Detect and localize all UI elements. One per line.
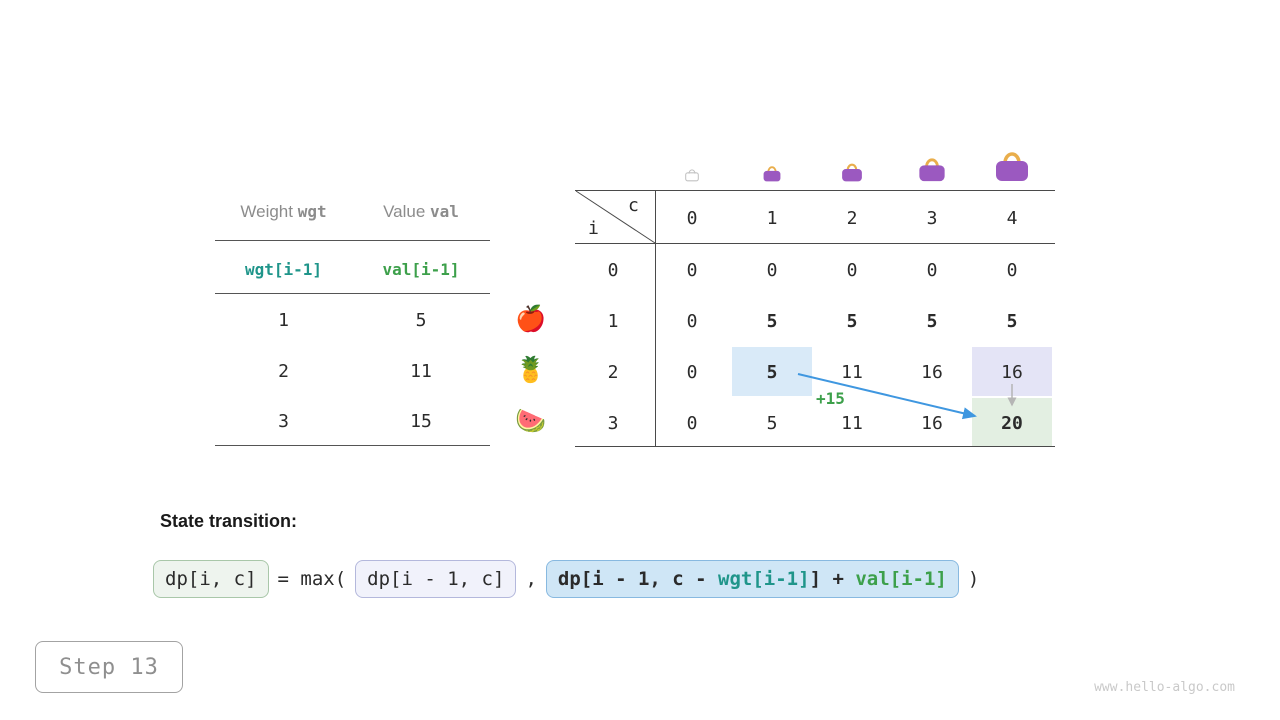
state-transition-heading: State transition: — [160, 511, 298, 531]
dp-cell-i3-c0: 0 — [686, 412, 698, 434]
state-transition-formula: dp[i, c] = max( dp[i - 1, c] , dp[i - 1,… — [153, 560, 979, 598]
items-bottom-divider — [215, 445, 490, 446]
dp-cell-i3-c2: 11 — [841, 412, 863, 434]
dp-cell-i0-c1: 0 — [766, 259, 778, 281]
dp-cell-i1-c0: 0 — [686, 310, 698, 332]
item-value-1: 5 — [415, 310, 427, 331]
corner-row-var: i — [588, 218, 599, 239]
option2-prefix: dp[i - 1, c - — [557, 568, 719, 590]
items-param-divider — [215, 293, 490, 294]
dp-col-header-2: 2 — [846, 207, 858, 229]
option2-wgt-term: wgt[i-1] — [718, 568, 810, 590]
dp-col-header-3: 3 — [926, 207, 938, 229]
bag-icon-capacity-2 — [840, 161, 864, 186]
dp-cell-i2-c3: 16 — [921, 361, 943, 383]
option2-val-term: val[i-1] — [855, 568, 947, 590]
dp-bottom-border — [575, 446, 1055, 447]
dp-cell-i3-c1: 5 — [766, 412, 778, 434]
dp-header-divider — [575, 243, 1055, 244]
formula-comma: , — [525, 568, 537, 590]
watermelon-icon: 🍉 — [515, 406, 547, 435]
item-weight-3: 3 — [278, 411, 289, 432]
weight-header-var: wgt — [297, 202, 327, 221]
dp-col-header-4: 4 — [1006, 207, 1018, 229]
weight-header-text: Weight — [240, 202, 298, 221]
step-badge: Step 13 — [35, 641, 183, 693]
item-value-3: 15 — [410, 411, 432, 432]
formula-close-paren: ) — [967, 568, 980, 590]
dp-cell-i3-c4: 20 — [1001, 412, 1023, 434]
formula-option2-box: dp[i - 1, c - wgt[i-1]] + val[i-1] — [545, 560, 959, 598]
items-value-header: Value val — [352, 202, 490, 222]
dp-cell-i2-c0: 0 — [686, 361, 698, 383]
dp-col-header-0: 0 — [686, 207, 698, 229]
dp-cell-i0-c4: 0 — [1006, 259, 1018, 281]
dp-cell-i0-c3: 0 — [926, 259, 938, 281]
dp-cell-i3-c3: 16 — [921, 412, 943, 434]
dp-top-border — [575, 190, 1055, 191]
apple-icon: 🍎 — [515, 304, 547, 333]
dp-cell-i1-c1: 5 — [766, 310, 778, 332]
formula-eq-max: = max( — [277, 568, 347, 590]
wgt-param-label: wgt[i-1] — [244, 260, 323, 279]
value-header-var: val — [430, 202, 459, 221]
value-added-annotation: +15 — [816, 389, 845, 408]
option2-mid: ] + — [809, 568, 856, 590]
site-watermark: www.hello-algo.com — [1094, 680, 1235, 695]
dp-cell-i2-c1: 5 — [766, 361, 778, 383]
dp-row-header-2: 2 — [607, 361, 619, 383]
dp-row-header-3: 3 — [607, 412, 619, 434]
val-param-label: val[i-1] — [382, 260, 460, 279]
dp-cell-i0-c2: 0 — [846, 259, 858, 281]
value-header-text: Value — [383, 202, 431, 221]
bag-icon-capacity-0 — [684, 167, 700, 186]
dp-row-header-0: 0 — [607, 259, 619, 281]
dp-cell-i2-c4: 16 — [1001, 361, 1023, 383]
pineapple-icon: 🍍 — [515, 355, 547, 384]
item-weight-1: 1 — [278, 310, 289, 331]
dp-cell-i1-c4: 5 — [1006, 310, 1018, 332]
formula-lhs-box: dp[i, c] — [153, 560, 269, 598]
item-value-2: 11 — [410, 361, 432, 382]
bag-icon-capacity-1 — [762, 164, 782, 186]
items-header-divider — [215, 240, 490, 241]
dp-row-header-1: 1 — [607, 310, 619, 332]
dp-cell-i0-c0: 0 — [686, 259, 698, 281]
bag-icon-capacity-3 — [917, 155, 947, 186]
dp-rowheader-divider — [655, 190, 656, 447]
items-weight-header: Weight wgt — [215, 202, 352, 222]
formula-option1-box: dp[i - 1, c] — [355, 560, 517, 598]
dp-col-header-1: 1 — [766, 207, 778, 229]
dp-cell-i1-c3: 5 — [926, 310, 938, 332]
dp-cell-i1-c2: 5 — [846, 310, 858, 332]
bag-icon-capacity-4 — [993, 148, 1031, 186]
corner-col-var: c — [628, 195, 639, 216]
item-weight-2: 2 — [278, 361, 289, 382]
